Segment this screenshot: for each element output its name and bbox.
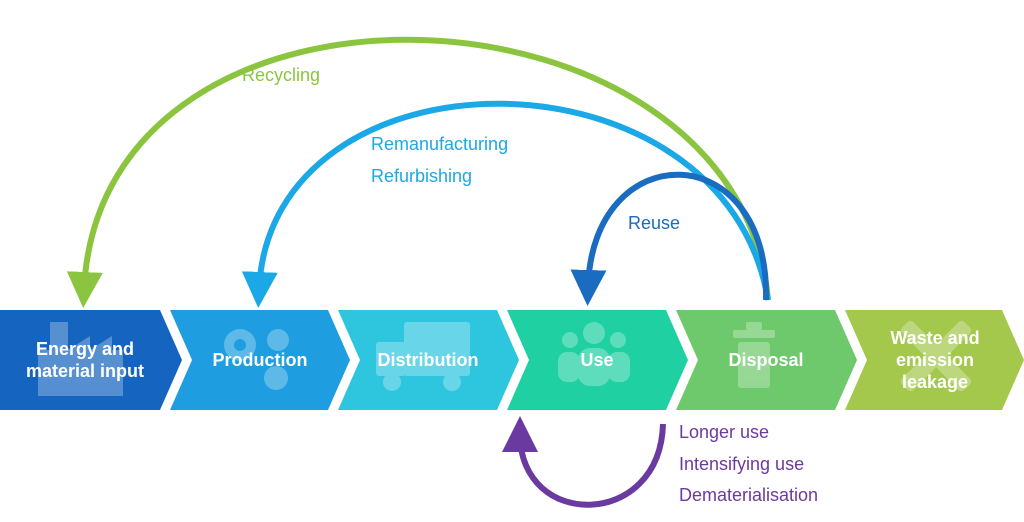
stage-label-production: Production [212,350,308,370]
recycling-arrow [66,36,771,308]
dematerialisation-label: Dematerialisation [679,485,819,505]
stage-use [507,310,688,410]
stage-label-waste-emission-leakage: Waste and emission leakage [890,328,980,392]
stage-disposal [676,310,857,410]
people-icon [558,322,630,386]
longer-use-label: Longer use [679,422,770,442]
remanufacturing-arrow [241,100,771,308]
intensifying-use-label: Intensifying use [679,454,805,474]
remanufacturing-label: Remanufacturing [371,134,509,154]
refurbishing-label: Refurbishing [371,166,473,186]
stage-production [170,310,350,410]
stage-chevrons [0,310,1024,410]
reuse-label: Reuse [628,213,681,233]
reuse-arrow [570,171,770,306]
factory-icon [38,322,123,396]
truck-icon [376,322,470,391]
cross-icon [900,320,972,392]
trash-bin-icon [733,322,775,388]
gears-icon [224,329,289,390]
stage-waste-emission-leakage [845,310,1024,410]
stage-label-distribution: Distribution [377,350,479,370]
stage-label-use: Use [580,350,614,370]
stage-label-disposal: Disposal [728,350,804,370]
stage-distribution [338,310,519,410]
stage-icons [38,320,972,396]
use-extension-arrow [502,416,666,508]
stage-label-energy-material-input: Energy and material input [25,339,145,381]
stage-energy-material-input [0,310,182,410]
recycling-label: Recycling [242,65,321,85]
